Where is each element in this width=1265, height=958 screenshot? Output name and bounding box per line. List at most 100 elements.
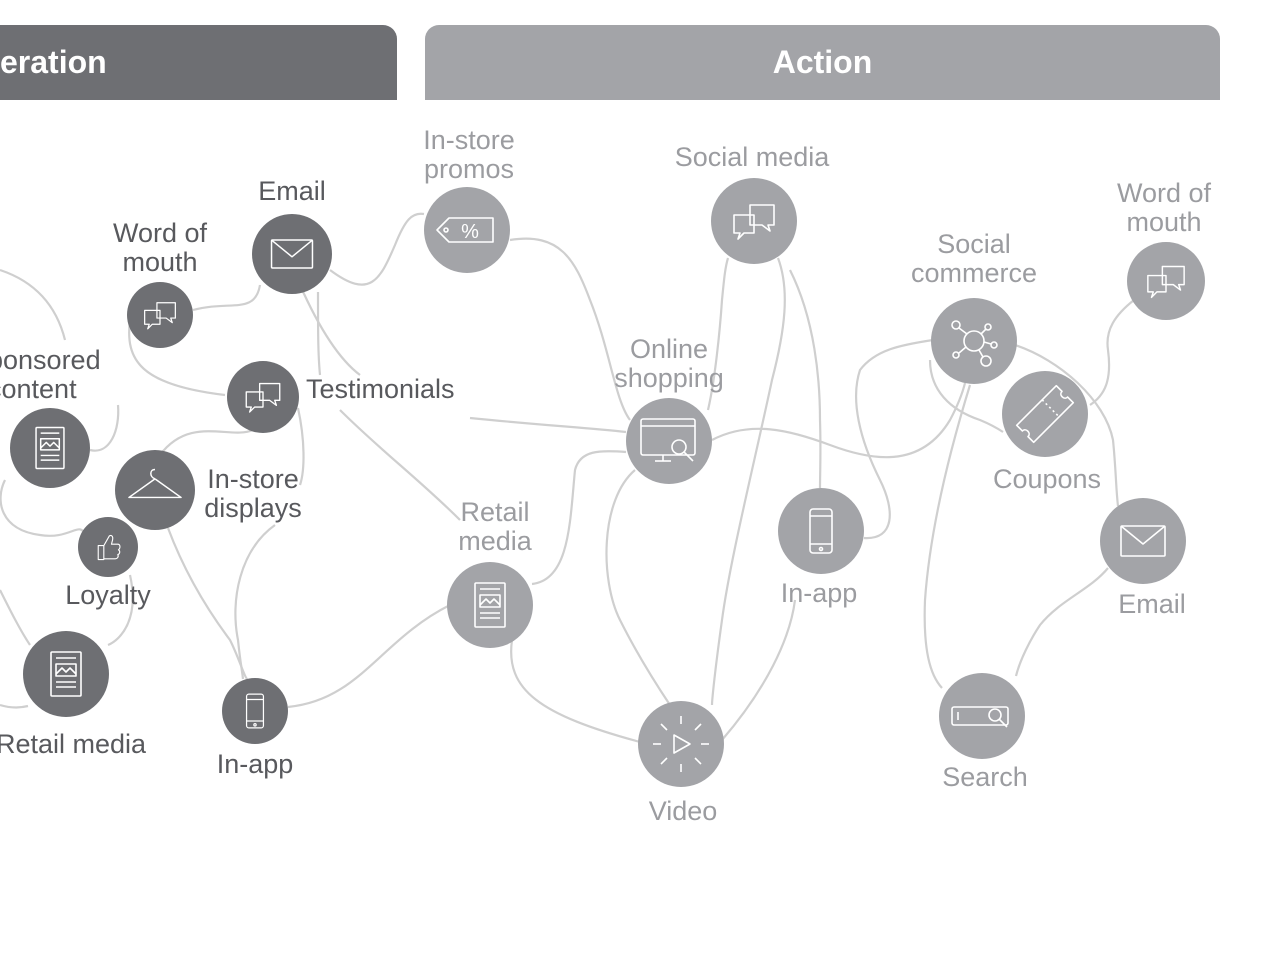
header-action-label: Action [772, 44, 873, 80]
connector-line [166, 527, 250, 681]
node-loyalty: Loyalty [65, 517, 151, 610]
node-label: In-app [781, 578, 858, 608]
connector-line [89, 404, 120, 452]
monitor-search-icon [640, 418, 696, 462]
node-in-app-left: In-app [217, 678, 294, 779]
document-icon [474, 582, 506, 628]
connector-line [605, 469, 671, 706]
connector-line [128, 319, 226, 397]
node-email-left: Email [252, 176, 332, 294]
envelope-icon [270, 239, 314, 269]
node-email-right: Email [1100, 498, 1186, 619]
search-bar-icon [951, 706, 1009, 728]
connector-line [923, 384, 972, 689]
node-label-line: Testimonials [306, 374, 455, 404]
phone-icon [809, 508, 833, 554]
node-testimonials: Testimonials [227, 361, 455, 433]
node-label: Retail media [0, 729, 147, 759]
node-circle [638, 701, 724, 787]
node-coupons: Coupons [993, 371, 1101, 494]
connector-line [296, 407, 305, 486]
node-label-line: Online [630, 334, 708, 364]
node-label-line: In-app [217, 749, 294, 779]
connector-line [329, 212, 425, 286]
document-icon [35, 426, 65, 470]
node-circle [1002, 371, 1088, 457]
phone-icon [245, 693, 265, 729]
node-circle [931, 298, 1017, 384]
node-label: Loyalty [65, 580, 151, 610]
node-circle [1100, 498, 1186, 584]
node-label-line: Social [937, 229, 1011, 259]
node-label-line: In-app [781, 578, 858, 608]
node-label: ponsoredcontent [0, 345, 101, 404]
connector-line [706, 257, 730, 411]
node-label-line: Retail media [0, 729, 147, 759]
node-circle [78, 517, 138, 577]
node-video: Video [638, 701, 724, 826]
node-label-line: mouth [1126, 207, 1201, 237]
node-label-line: mouth [122, 247, 197, 277]
chat-bubbles-icon [144, 302, 176, 330]
node-label-line: Retail [460, 497, 529, 527]
connector-line [710, 257, 786, 706]
connector-line [1089, 299, 1135, 406]
node-label-line: Social media [675, 142, 831, 172]
node-label: Email [1118, 589, 1186, 619]
node-label-line: commerce [911, 258, 1037, 288]
node-label-line: Word of [1117, 178, 1212, 208]
node-label-line: In-store [207, 464, 299, 494]
node-label: Coupons [993, 464, 1101, 494]
connector-line [234, 524, 276, 680]
ticket-icon [1015, 384, 1075, 444]
connector-line [298, 284, 361, 376]
node-social-media: Social media [675, 142, 831, 264]
node-label: In-app [217, 749, 294, 779]
connector-line [509, 237, 631, 421]
chat-bubbles-icon [733, 204, 775, 240]
node-label-line: Email [258, 176, 326, 206]
node-circle [626, 398, 712, 484]
node-label-line: Word of [113, 218, 208, 248]
node-label-line: Email [1118, 589, 1186, 619]
network-icon [951, 320, 998, 367]
connector-line [1014, 567, 1109, 677]
connector-line [287, 604, 451, 709]
node-label: Video [649, 796, 718, 826]
connector-line [789, 269, 822, 489]
connector-line [316, 291, 322, 376]
node-label: Testimonials [306, 374, 455, 404]
connector-lines [0, 212, 1135, 744]
hanger-icon [128, 468, 182, 499]
connector-line [721, 599, 797, 741]
connector-line [854, 338, 934, 540]
node-label-line: ponsored [0, 345, 101, 375]
connector-line [0, 589, 31, 646]
node-circle [939, 673, 1025, 759]
node-circle [778, 488, 864, 574]
connector-line [711, 382, 967, 459]
connector-line [159, 428, 254, 456]
connector-line [469, 416, 627, 434]
chat-bubbles-icon [1147, 265, 1185, 299]
header-consideration-label: eration [0, 44, 107, 80]
node-circle [447, 562, 533, 648]
node-label: Email [258, 176, 326, 206]
connector-line [510, 639, 641, 744]
price-tag-icon: % [436, 217, 494, 243]
connector-line [1014, 343, 1120, 507]
header-consideration: eration [0, 25, 397, 100]
